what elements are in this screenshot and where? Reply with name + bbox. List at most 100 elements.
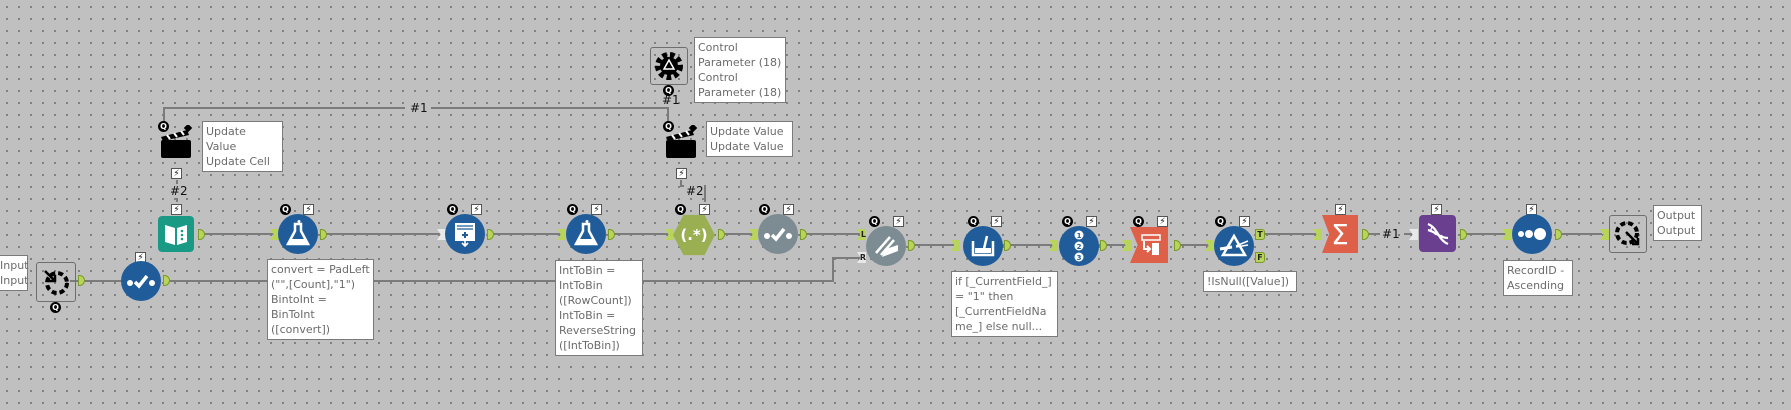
q-badge-select2: Q: [759, 204, 770, 215]
clapperboard-icon: [666, 125, 698, 158]
q-badge-multi-field: Q: [968, 216, 979, 227]
dna-tool[interactable]: [1419, 215, 1456, 252]
connection-label-summarize: #1: [1382, 227, 1400, 241]
sort-input-anchor[interactable]: [1502, 229, 1511, 240]
connection-select1-rename[interactable]: [169, 257, 860, 282]
sort-tool[interactable]: [1512, 214, 1552, 254]
input-tool[interactable]: [36, 262, 76, 302]
regex-input-anchor[interactable]: [665, 229, 674, 240]
q-badge-formula2: Q: [567, 204, 578, 215]
annotation-output: Output Output: [1653, 205, 1702, 241]
annotation-multi-field: if [_CurrentField_] = "1" then [_Current…: [951, 271, 1058, 337]
annotation-input: Input Input: [0, 255, 28, 291]
filter-input-anchor[interactable]: [1205, 240, 1214, 251]
output-input-anchor[interactable]: [1600, 229, 1609, 240]
q-badge-update-value: Q: [663, 121, 674, 132]
annotation-update-value: Update Value Update Value: [706, 121, 793, 157]
action-update-value-tool[interactable]: [663, 124, 699, 160]
multi-field-input-anchor[interactable]: [951, 240, 960, 251]
multi-field-output-anchor[interactable]: [1004, 240, 1011, 251]
summarize-input-anchor[interactable]: [1313, 229, 1322, 240]
sigma-icon: Σ: [1331, 217, 1349, 251]
select1-output-anchor[interactable]: [163, 275, 170, 286]
dna-icon: [1426, 222, 1449, 245]
action-update-cell-tool[interactable]: [158, 124, 194, 160]
regex-output-anchor[interactable]: [718, 229, 725, 240]
annotation-control-parameter: Control Parameter (18) Control Parameter…: [694, 37, 786, 103]
bolt-badge-summarize: ⚡: [1335, 204, 1346, 215]
sort-output-anchor[interactable]: [1555, 229, 1562, 240]
q-badge-transpose: Q: [1133, 216, 1144, 227]
record-id-output-anchor[interactable]: [1100, 240, 1107, 251]
input-gear-icon: [44, 270, 69, 295]
q-badge-record-id: Q: [1062, 216, 1073, 227]
dynamic-rename-left-anchor[interactable]: L: [857, 229, 866, 240]
q-badge-generate-rows: Q: [447, 204, 458, 215]
regex-icon: (.*): [680, 226, 708, 244]
summarize-output-anchor[interactable]: [1362, 229, 1369, 240]
generate-rows-output-anchor[interactable]: [487, 229, 494, 240]
dna-output-anchor[interactable]: [1460, 229, 1467, 240]
input-output-anchor[interactable]: [78, 275, 85, 286]
dna-input-anchor[interactable]: [1409, 229, 1418, 240]
summarize-tool[interactable]: Σ: [1322, 215, 1358, 253]
select-tool-1[interactable]: [121, 261, 161, 301]
filter-false-anchor[interactable]: F: [1255, 252, 1265, 263]
bolt-badge-select2: ⚡: [783, 204, 794, 215]
bolt-badge-update-value: ⚡: [676, 168, 687, 179]
output-gear-icon: [1615, 221, 1640, 246]
connection-label-control: #1: [662, 93, 680, 107]
annotation-filter: !IsNull([Value]): [1203, 271, 1297, 292]
bolt-badge-regex: ⚡: [699, 204, 710, 215]
bolt-badge-generate-rows: ⚡: [471, 204, 482, 215]
formula-tool-1[interactable]: [278, 214, 318, 254]
dynamic-rename-right-anchor[interactable]: R: [857, 252, 866, 263]
q-badge-input: Q: [50, 302, 61, 313]
connection-label-update-value: #2: [686, 184, 704, 198]
annotation-update-cell: Update Value Update Cell: [202, 121, 283, 172]
bolt-badge-filter: ⚡: [1239, 216, 1250, 227]
dynamic-rename-output-anchor[interactable]: [908, 240, 915, 251]
text-input-tool[interactable]: [158, 216, 194, 252]
formula2-output-anchor[interactable]: [608, 229, 615, 240]
transpose-output-anchor[interactable]: [1174, 240, 1181, 251]
transpose-icon: [1141, 234, 1161, 255]
svg-text:2: 2: [1077, 243, 1082, 251]
select2-input-anchor[interactable]: [749, 229, 758, 240]
flask-icon: [285, 220, 311, 246]
select2-output-anchor[interactable]: [800, 229, 807, 240]
text-input-output-anchor[interactable]: [198, 229, 205, 240]
gear-recycle-icon: [655, 52, 683, 80]
filter-true-anchor[interactable]: T: [1255, 229, 1265, 240]
annotation-formula1: convert = PadLeft ("",[Count],"1") Binto…: [267, 259, 374, 340]
svg-text:3: 3: [1077, 254, 1082, 262]
bolt-badge-multi-field: ⚡: [991, 216, 1002, 227]
flask-icon: [573, 220, 599, 246]
annotation-sort: RecordID - Ascending: [1503, 260, 1573, 296]
select-tool-2[interactable]: [758, 214, 798, 254]
record-id-input-anchor[interactable]: [1049, 240, 1058, 251]
bolt-badge-formula1: ⚡: [303, 204, 314, 215]
bolt-badge-formula2: ⚡: [591, 204, 602, 215]
generate-rows-tool[interactable]: [445, 214, 485, 254]
q-badge-filter: Q: [1215, 216, 1226, 227]
dynamic-rename-tool[interactable]: [866, 226, 906, 266]
hand-pen-icon: [875, 236, 898, 257]
formula-tool-2[interactable]: [566, 214, 606, 254]
output-tool[interactable]: [1609, 215, 1647, 253]
annotation-formula2: IntToBin = IntToBin ([RowCount]) IntToBi…: [555, 260, 643, 356]
transpose-input-anchor[interactable]: [1122, 240, 1131, 251]
formula1-output-anchor[interactable]: [320, 229, 327, 240]
q-badge-control-parameter: Q: [663, 85, 674, 96]
bolt-badge-transpose: ⚡: [1157, 216, 1168, 227]
connection-label-top: #1: [410, 101, 428, 115]
formula1-input-anchor[interactable]: [270, 229, 279, 240]
formula2-input-anchor[interactable]: [557, 229, 566, 240]
filter-tool[interactable]: [1214, 226, 1254, 266]
generate-rows-input-anchor[interactable]: [437, 229, 446, 240]
multi-field-formula-tool[interactable]: [963, 226, 1003, 266]
control-parameter-tool[interactable]: [650, 47, 688, 85]
bolt-badge-record-id: ⚡: [1086, 216, 1097, 227]
